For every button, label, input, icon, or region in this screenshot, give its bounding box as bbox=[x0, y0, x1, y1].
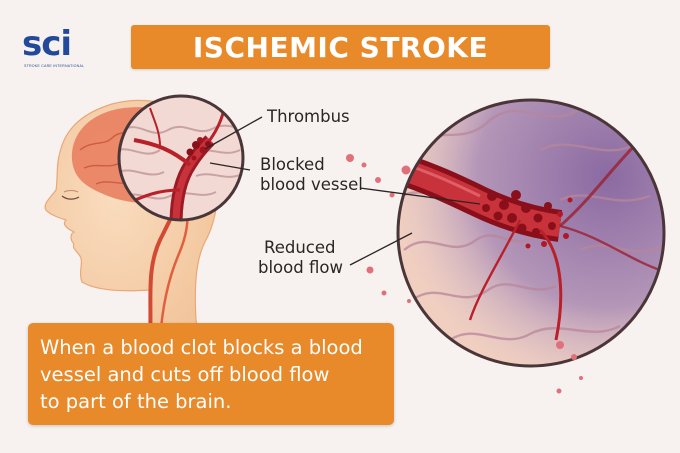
label-blocked-line1: Blocked bbox=[260, 155, 325, 174]
label-thrombus: Thrombus bbox=[267, 107, 350, 126]
caption-line-1: When a blood clot blocks a blood bbox=[40, 336, 363, 359]
logo-subtitle: STROKE CARE INTERNATIONAL bbox=[24, 64, 85, 68]
thrombus-closeup bbox=[117, 94, 245, 222]
page-title: ISCHEMIC STROKE bbox=[192, 30, 489, 64]
caption-box: When a blood clot blocks a blood vessel … bbox=[28, 323, 394, 425]
caption-line-3: to part of the brain. bbox=[40, 390, 232, 413]
label-reduced-line2: blood flow bbox=[258, 258, 343, 277]
logo-wordmark: sci bbox=[22, 24, 72, 64]
title-banner: ISCHEMIC STROKE bbox=[131, 25, 550, 69]
label-blocked-line2: blood vessel bbox=[260, 175, 363, 194]
label-leader-lines bbox=[204, 116, 481, 266]
blood-droplets bbox=[346, 154, 583, 394]
caption-line-2: vessel and cuts off blood flow bbox=[40, 363, 330, 386]
brain-tissue-closeup bbox=[396, 98, 666, 368]
label-reduced-line1: Reduced bbox=[264, 238, 336, 257]
sci-logo: sci STROKE CARE INTERNATIONAL bbox=[22, 24, 112, 74]
